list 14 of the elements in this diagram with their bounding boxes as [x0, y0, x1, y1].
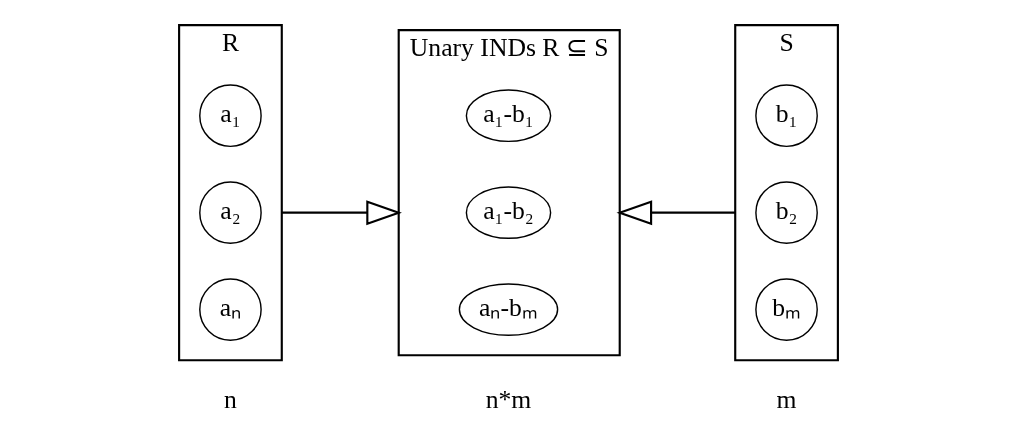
node-circle: aₙ: [199, 278, 262, 341]
arrow: [616, 200, 736, 226]
node-circle: a₂: [199, 181, 262, 245]
node-label: n: [224, 384, 237, 414]
node-ellipse: aₙ-bₘ: [458, 283, 559, 336]
node-circle: a₁: [199, 84, 262, 148]
node-label: m: [776, 384, 797, 414]
node-circle: b₁: [755, 84, 818, 148]
arrow: [281, 200, 402, 226]
node-ellipse: a₁-b₁: [465, 89, 552, 143]
node-circle: bₘ: [755, 278, 818, 341]
node-circle: b₂: [755, 181, 818, 245]
node-ellipse: a₁-b₂: [465, 186, 552, 240]
node-label: n*m: [485, 384, 532, 414]
